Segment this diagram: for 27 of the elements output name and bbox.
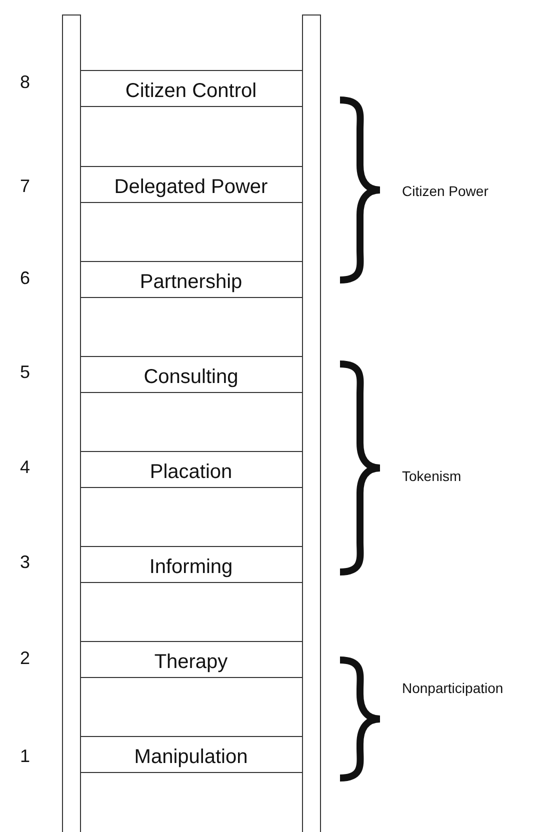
rung-label: Partnership [140,270,242,295]
ladder-rung [80,736,302,773]
step-number: 5 [20,362,30,383]
rung-label: Placation [150,460,232,485]
ladder-rung [80,70,302,107]
group-label: Nonparticipation [402,680,504,696]
ladder-rung [80,166,302,203]
group-label: Citizen Power [402,183,488,199]
ladder-rung [80,641,302,678]
rung-label: Consulting [144,365,238,390]
group-label: Tokenism [402,468,462,484]
ladder-rung [80,261,302,298]
step-number: 1 [20,746,30,767]
step-number: 8 [20,72,30,93]
step-number: 6 [20,268,30,289]
step-number: 4 [20,457,30,478]
rung-label: Citizen Control [125,79,257,104]
rung-label: Informing [149,555,233,580]
ladder-rung [80,356,302,393]
rung-label: Delegated Power [114,175,268,200]
ladder-rung [80,546,302,583]
step-number: 7 [20,176,30,197]
rung-label: Manipulation [134,745,248,770]
rung-label: Therapy [154,650,228,675]
step-number: 2 [20,648,30,669]
step-number: 3 [20,552,30,573]
ladder-rung [80,451,302,488]
